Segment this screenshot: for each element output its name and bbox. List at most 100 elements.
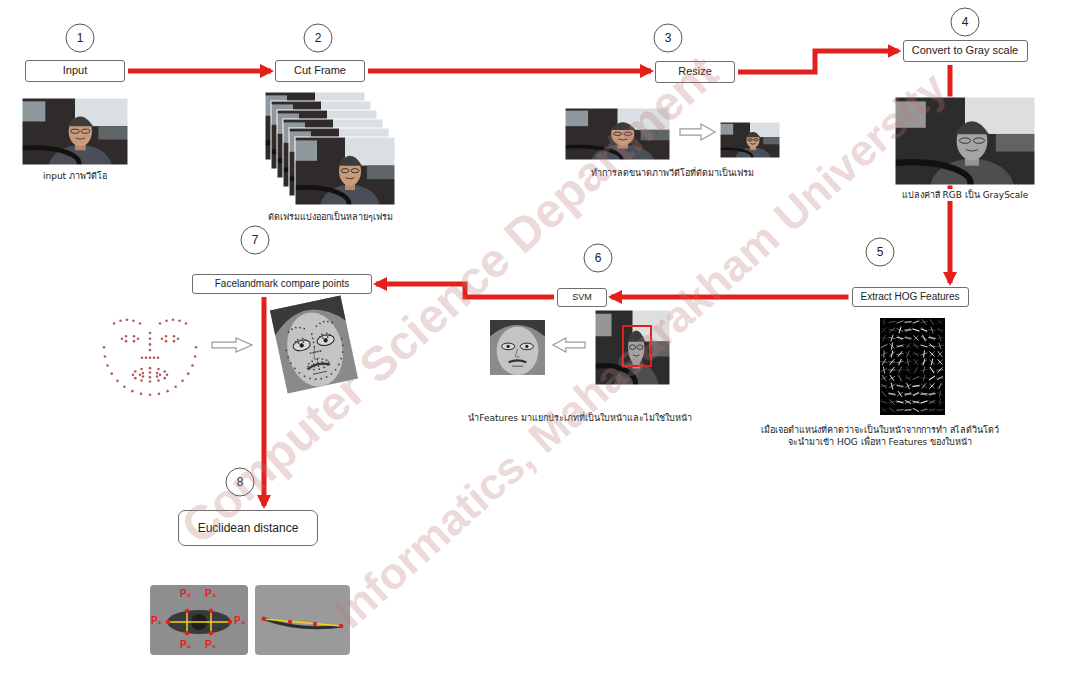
hog-gradient	[929, 400, 935, 404]
landmark-dot	[319, 336, 321, 338]
eye	[167, 610, 231, 634]
landmark-dot	[173, 335, 176, 338]
hog-gradient	[896, 361, 903, 363]
eye-point	[288, 620, 292, 624]
landmark-dot	[313, 363, 315, 365]
landmark-dot	[123, 385, 126, 388]
landmark-dot	[173, 340, 176, 343]
landmark-dot	[131, 390, 134, 393]
landmark-dot	[159, 374, 162, 377]
pupil	[299, 343, 304, 348]
landmark-dot	[134, 377, 137, 380]
landmark-dot	[149, 376, 152, 379]
hog-gradient	[881, 408, 886, 413]
step-number: 4	[962, 15, 969, 29]
landmark-dot	[341, 338, 343, 340]
mouth	[966, 150, 978, 151]
hog-gradient	[929, 351, 934, 356]
step-title: Resize	[678, 65, 712, 78]
landmark-dot	[319, 322, 321, 324]
glasses	[748, 139, 753, 141]
point-label: P₄	[234, 616, 245, 626]
cap	[955, 121, 989, 134]
hog-gradient	[938, 351, 942, 357]
hog-gradient	[897, 392, 903, 396]
hog-gradient	[920, 321, 927, 323]
frame-border	[565, 108, 670, 160]
face	[746, 132, 759, 148]
hog-gradient	[889, 384, 895, 388]
hog-gradient	[896, 401, 903, 402]
landmark-dot	[327, 361, 329, 363]
side-window	[22, 101, 45, 121]
landmark-dot	[307, 365, 309, 367]
hog-gradient	[896, 345, 903, 346]
landmark-dot	[309, 368, 311, 370]
dashboard	[996, 134, 1035, 152]
landmark-dot	[126, 318, 129, 321]
hog-gradient	[897, 321, 904, 323]
hog-gradient	[937, 319, 942, 324]
landmark-dot	[106, 364, 109, 367]
landmark-dot	[303, 328, 305, 330]
landmark-dot	[315, 351, 317, 353]
hog-gradient	[905, 369, 912, 371]
hog-gradient	[889, 401, 896, 403]
hog-gradient	[937, 351, 942, 356]
step-number: 6	[595, 251, 602, 265]
landmark-dot	[140, 393, 143, 396]
hog-gradient	[897, 401, 904, 403]
landmark-dot	[342, 344, 344, 346]
landmark-dot	[297, 339, 299, 341]
landmark-dot	[316, 358, 318, 360]
video-frame	[565, 108, 670, 160]
hog-gradient	[905, 336, 911, 340]
hog-gradient	[929, 368, 935, 373]
hog-gradient	[904, 409, 911, 410]
landmark-dot	[312, 351, 314, 353]
glasses	[341, 169, 349, 173]
cap	[270, 295, 346, 335]
dashboard	[98, 126, 128, 139]
crop-background	[490, 320, 545, 375]
landmark-dot	[165, 320, 168, 323]
landmark-dot	[291, 328, 293, 330]
landmark-dot	[132, 374, 135, 377]
hog-gradient	[936, 377, 943, 378]
crop-background	[270, 295, 358, 393]
landmark-dot	[185, 322, 188, 325]
hog-gradient	[882, 391, 886, 397]
landmark-dot	[177, 337, 180, 340]
glasses	[973, 138, 984, 143]
glasses	[71, 129, 79, 133]
hog-gradient	[913, 335, 918, 340]
landmark-dot	[149, 393, 152, 396]
hog-gradient	[913, 320, 918, 325]
landmark-dot	[157, 368, 160, 371]
hog-gradient	[921, 401, 928, 403]
eye-point	[209, 609, 213, 613]
landmark-dot	[149, 337, 152, 340]
steering-wheel	[895, 162, 971, 185]
hog-gradient	[881, 392, 886, 397]
pupil	[323, 338, 328, 343]
hog-gradient	[937, 337, 944, 339]
cap	[338, 156, 362, 166]
hog-gradient	[889, 352, 895, 356]
hog-gradient	[897, 321, 904, 324]
landmark-dot	[295, 341, 297, 343]
landmark-dot	[159, 322, 162, 325]
landmark-dot	[140, 379, 143, 382]
hog-gradient	[889, 393, 896, 396]
landmark-dot	[323, 366, 325, 368]
point-label: P₂	[180, 589, 191, 599]
step-title-box: Euclidean distance	[178, 510, 318, 546]
frame-border	[595, 310, 670, 385]
landmark-dot	[166, 374, 169, 377]
hollow-arrow	[680, 124, 715, 140]
landmark-dot	[323, 321, 325, 323]
glasses	[613, 132, 621, 135]
hog-gradient	[913, 377, 920, 380]
hog-gradient	[905, 377, 912, 379]
hog-gradient	[922, 383, 927, 389]
